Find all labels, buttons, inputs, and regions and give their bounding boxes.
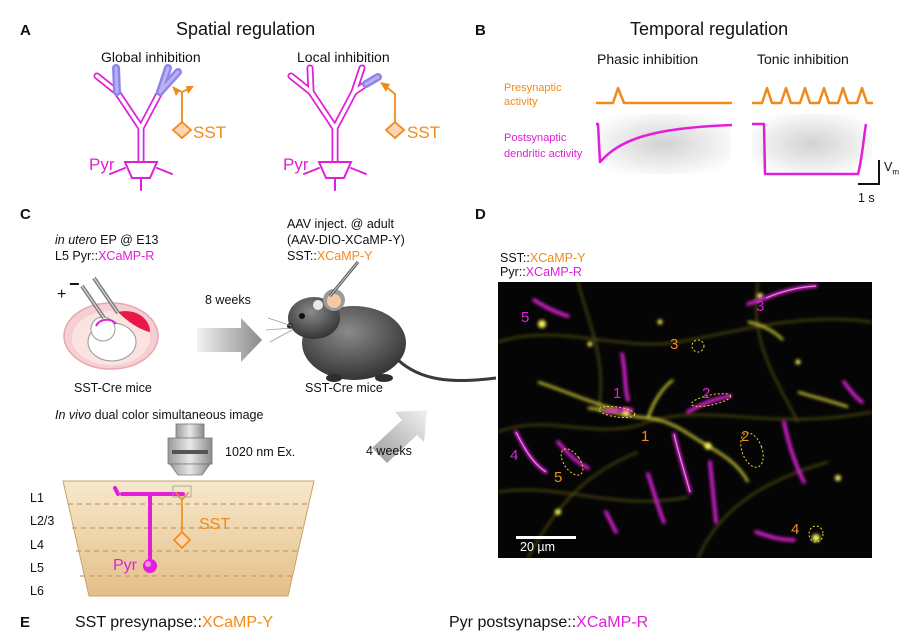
four-weeks-label: 4 weeks xyxy=(366,444,412,458)
global-inhibition-label: Global inhibition xyxy=(101,49,201,65)
eight-weeks-label: 8 weeks xyxy=(205,293,251,307)
roi-label-magenta-1: 1 xyxy=(613,385,622,402)
sst-xcamp-label: SST::XCaMP-Y xyxy=(287,249,373,263)
micrograph-fluorescence xyxy=(498,282,872,558)
neuron-global-inhibition xyxy=(93,64,194,191)
legend-sst: SST::XCaMP-Y xyxy=(500,251,586,265)
phasic-inhibition-label: Phasic inhibition xyxy=(597,51,699,67)
sst-label-local: SST xyxy=(407,123,441,142)
sst-cre-mice-right: SST-Cre mice xyxy=(305,381,383,395)
postsynaptic-label-line2: dendritic activity xyxy=(504,148,583,160)
sst-label-global: SST xyxy=(193,123,227,142)
arrow-4-weeks xyxy=(372,410,427,463)
panel-letter-b: B xyxy=(475,22,486,39)
layer-l4: L4 xyxy=(30,538,44,552)
roi-label-magenta-4: 4 xyxy=(510,447,519,464)
layer-l1: L1 xyxy=(30,491,44,505)
presynaptic-label-line2: activity xyxy=(504,96,538,108)
tonic-inhibition-label: Tonic inhibition xyxy=(757,51,849,67)
panel-letter-d: D xyxy=(475,206,486,223)
roi-label-magenta-5: 5 xyxy=(521,309,530,326)
postsynaptic-label-line1: Postsynaptic xyxy=(504,132,567,144)
pyr-postsynapse-title: Pyr postsynapse::XCaMP-R xyxy=(449,614,649,631)
roi-label-magenta-2: 2 xyxy=(702,385,711,402)
sst-cortex-label: SST xyxy=(199,516,231,533)
micrograph-image: 5 3 3 1 2 1 2 4 5 4 20 µm xyxy=(498,282,872,558)
panel-letter-c: C xyxy=(20,206,31,223)
l5-pyr-label: L5 Pyr::XCaMP-R xyxy=(55,249,155,263)
cortex-tissue xyxy=(62,480,315,597)
presynaptic-label-line1: Presynaptic xyxy=(504,82,562,94)
roi-label-magenta-3: 3 xyxy=(756,298,765,315)
roi-label-orange-3: 3 xyxy=(670,336,679,353)
roi-label-orange-4: 4 xyxy=(791,521,800,538)
scale-time-label: 1 s xyxy=(858,191,875,205)
embryo-illustration xyxy=(63,276,159,370)
trace-panel-b xyxy=(596,86,880,185)
layer-l6: L6 xyxy=(30,584,44,598)
in-utero-ep-label: in utero EP @ E13 xyxy=(55,233,159,247)
electrode-minus-label: − xyxy=(69,274,80,294)
pyr-label-global: Pyr xyxy=(89,155,115,174)
aav-construct-label: (AAV-DIO-XCaMP-Y) xyxy=(287,233,405,247)
roi-label-orange-2: 2 xyxy=(741,428,750,445)
electrode-plus-label: + xyxy=(57,286,67,303)
excitation-label: 1020 nm Ex. xyxy=(225,445,296,459)
pyr-label-local: Pyr xyxy=(283,155,309,174)
layer-l5: L5 xyxy=(30,561,44,575)
roi-label-orange-1: 1 xyxy=(641,428,650,445)
neuron-local-inhibition xyxy=(287,64,406,191)
legend-pyr: Pyr::XCaMP-R xyxy=(500,265,582,279)
arrow-8-weeks xyxy=(197,318,262,362)
panel-letter-e: E xyxy=(20,614,31,631)
aav-inject-label: AAV inject. @ adult xyxy=(287,217,394,231)
local-inhibition-label: Local inhibition xyxy=(297,49,390,65)
mouse-illustration xyxy=(265,261,497,383)
panel-a-title: Spatial regulation xyxy=(176,19,316,39)
in-vivo-imaging-label: In vivo dual color simultaneous image xyxy=(55,408,264,422)
scale-voltage-label: Vm xyxy=(884,160,900,177)
layer-l23: L2/3 xyxy=(30,514,55,528)
scale-bar-label: 20 µm xyxy=(520,540,555,554)
objective-lens xyxy=(167,423,213,476)
panel-letter-a: A xyxy=(20,22,31,39)
panel-b-title: Temporal regulation xyxy=(630,19,789,39)
sst-cre-mice-left: SST-Cre mice xyxy=(74,381,152,395)
roi-label-orange-5: 5 xyxy=(554,469,563,486)
sst-presynapse-title: SST presynapse::XCaMP-Y xyxy=(75,614,274,631)
pyr-cortex-label: Pyr xyxy=(113,557,137,574)
